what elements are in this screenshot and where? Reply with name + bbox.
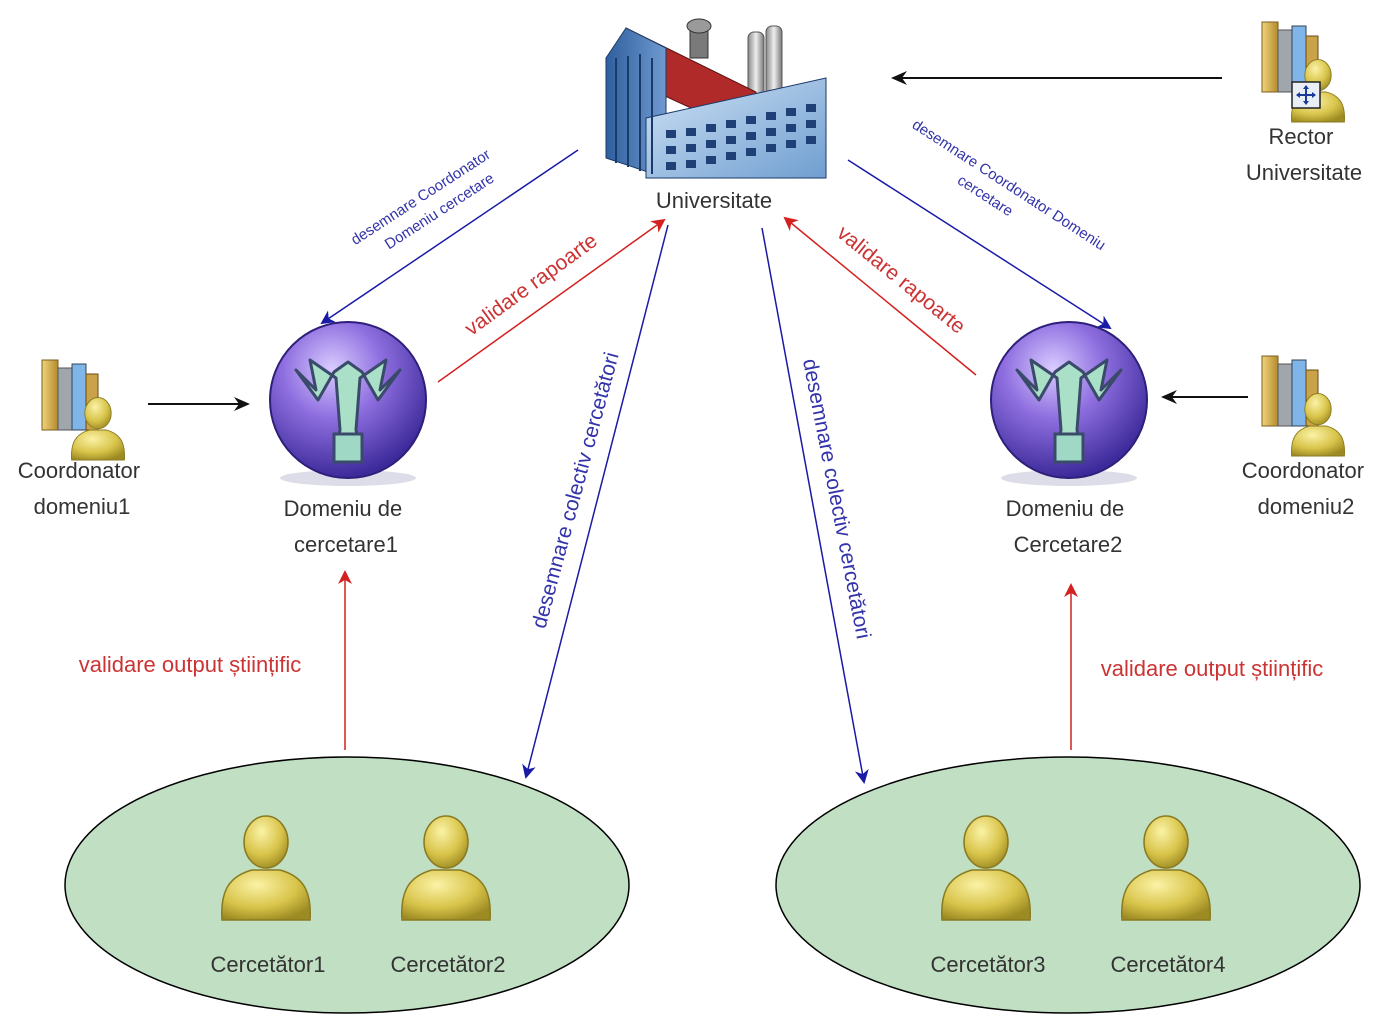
university-building-icon xyxy=(605,18,827,179)
researcher3-label: Cercetător3 xyxy=(931,952,1046,977)
edge-label-collective-right: desemnare colectiv cercetători xyxy=(798,357,875,641)
edge-univ-team1 xyxy=(522,224,669,779)
researcher4-label: Cercetător4 xyxy=(1111,952,1226,977)
rector-label: Rector Universitate xyxy=(1246,124,1362,185)
edge-domain1-univ xyxy=(437,218,666,383)
coordinator2-icon xyxy=(1262,356,1345,456)
edge-domain2-univ xyxy=(783,216,977,376)
domain1-label: Domeniu de cercetare1 xyxy=(284,496,409,557)
domain2-icon xyxy=(989,320,1149,488)
edge-label-right-coord: desemnare Coordonator Domeniu cercetare xyxy=(897,116,1112,275)
coordinator1-label: Coordonator domeniu1 xyxy=(18,458,146,519)
edge-label-output-left: validare output științific xyxy=(79,652,302,677)
rector-icon xyxy=(1262,22,1345,122)
coordinator2-label: Coordonator domeniu2 xyxy=(1242,458,1370,519)
edge-label-left-coord: desemnare Coordonator Domeniu cercetare xyxy=(348,144,509,268)
edge-label-reports-left: validare rapoarte xyxy=(461,229,602,340)
edge-univ-team2 xyxy=(761,227,869,784)
researcher2-label: Cercetător2 xyxy=(391,952,506,977)
edge-label-reports-right: validare rapoarte xyxy=(833,221,970,338)
researcher1-label: Cercetător1 xyxy=(211,952,326,977)
coordinator1-icon xyxy=(42,360,125,460)
domain2-label: Domeniu de Cercetare2 xyxy=(1006,496,1131,557)
team-ellipse-right xyxy=(775,756,1361,1014)
edge-label-collective-left: desemnare colectiv cercetători xyxy=(528,350,624,631)
edge-univ-domain1 xyxy=(320,149,579,325)
edge-univ-domain2 xyxy=(847,159,1112,330)
edge-label-output-right: validare output științific xyxy=(1101,656,1324,681)
university-label: Universitate xyxy=(656,188,772,213)
domain1-icon xyxy=(268,320,428,488)
team-ellipse-left xyxy=(64,756,630,1014)
